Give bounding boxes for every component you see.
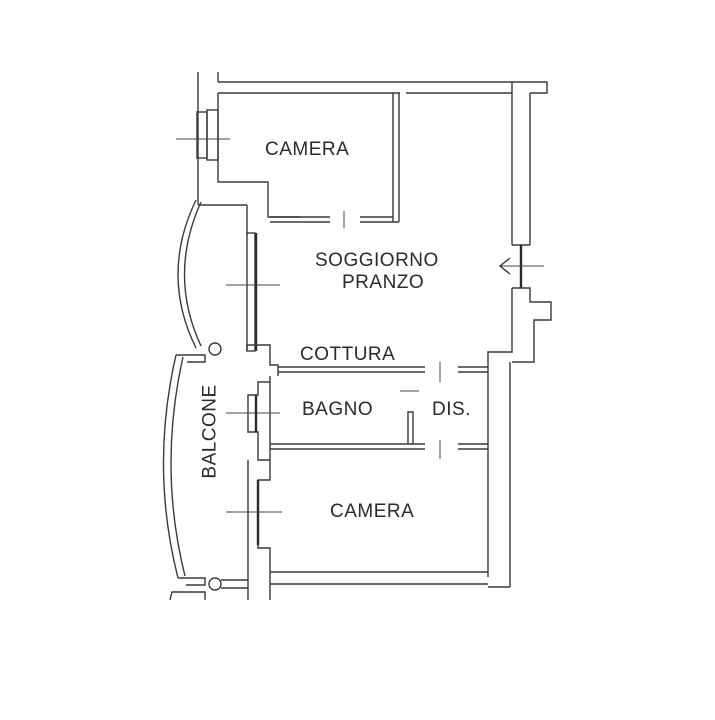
camera-bottom-walls (226, 460, 488, 600)
room-label-camera-top: CAMERA (265, 139, 350, 160)
room-label-pranzo: PRANZO (342, 272, 425, 293)
room-label-dis: DIS. (432, 399, 471, 420)
arrow-left-icon (498, 257, 511, 275)
room-label-bagno: BAGNO (302, 399, 374, 420)
room-label-camera-bottom: CAMERA (330, 501, 415, 522)
balcone (162, 199, 248, 601)
soggiorno-walls (226, 232, 280, 376)
room-label-cottura: COTTURA (300, 344, 396, 365)
right-walls (487, 82, 552, 588)
top-walls (217, 72, 548, 94)
camera-top-walls (176, 72, 400, 235)
inner-walls (226, 362, 488, 461)
room-label-soggiorno: SOGGIORNO (315, 250, 439, 271)
room-label-balcone: BALCONE (199, 384, 221, 479)
